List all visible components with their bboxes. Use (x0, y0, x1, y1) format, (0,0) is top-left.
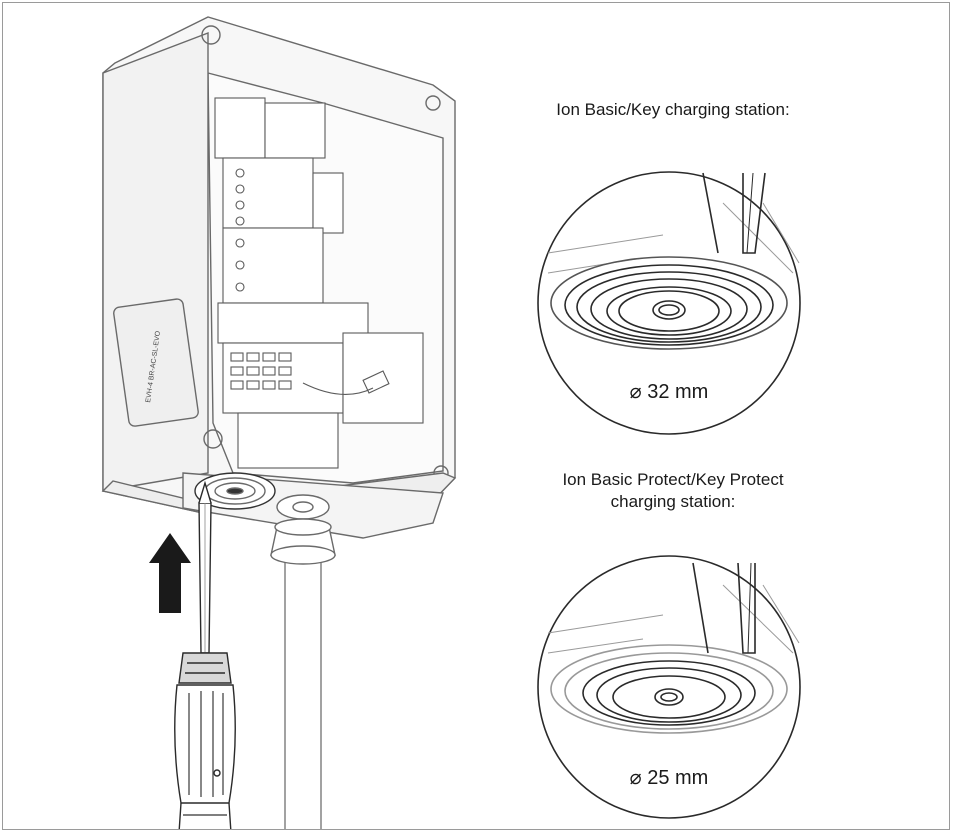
detail-view-protect (537, 555, 801, 819)
installation-illustration: EVH-4 BR-AC-SL-EVO (101, 16, 801, 829)
charging-station-enclosure (101, 16, 457, 829)
caption-basic-station: Ion Basic/Key charging station: (556, 100, 790, 119)
caption-protect-station-line1: Ion Basic Protect/Key Protect (562, 470, 784, 489)
dimension-basic: ⌀ 32 mm (629, 381, 709, 403)
caption-protect-station-line2: charging station: (610, 492, 736, 511)
screwdriver (174, 480, 236, 829)
detail-view-basic (537, 171, 801, 435)
up-arrow-icon (149, 533, 191, 613)
dimension-protect: ⌀ 25 mm (629, 767, 709, 789)
